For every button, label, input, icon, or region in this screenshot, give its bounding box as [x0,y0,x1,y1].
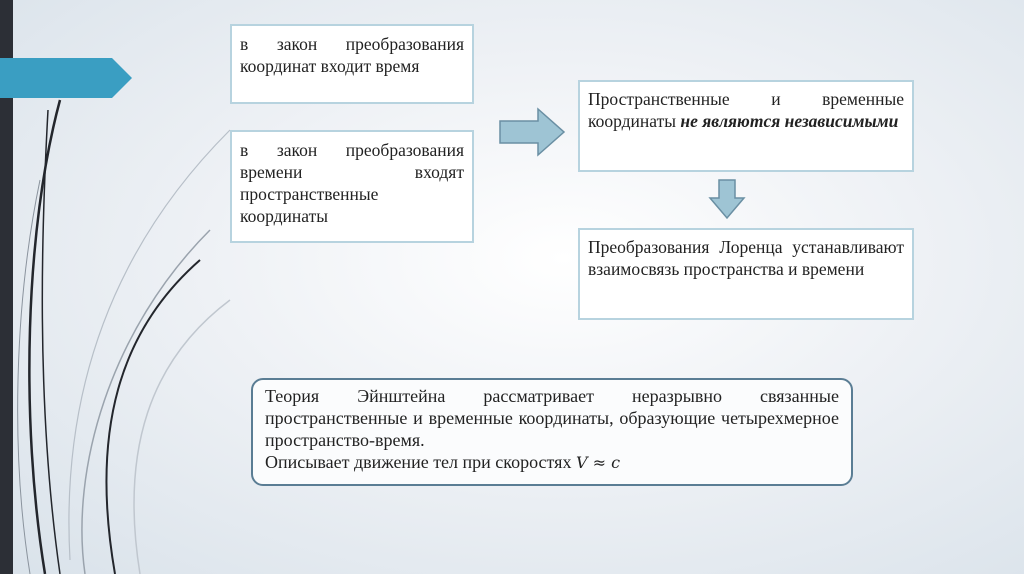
arrow-down-icon [708,179,746,220]
einstein-text-line1: Теория Эйнштейна рассматривает неразрывн… [265,386,839,450]
box-not-independent: Пространственные и временные координаты … [578,80,914,172]
box-space-in-time-text: в закон преобразования времени входят пр… [240,140,464,226]
box-time-in-coordinates: в закон преобразования координат входит … [230,24,474,104]
einstein-text-line2-prefix: Описывает движение тел при скоростях [265,452,576,472]
arrow-right-icon [499,107,566,157]
speed-formula: V ≈ c [575,453,621,472]
box-lorentz-text: Преобразования Лоренца устанавливают вза… [588,237,904,279]
box-einstein-theory: Теория Эйнштейна рассматривает неразрывн… [251,378,853,486]
box-space-in-time: в закон преобразования времени входят пр… [230,130,474,243]
box-not-independent-text: Пространственные и временные координаты [588,89,904,131]
box-not-independent-emphasis: не являются независимыми [680,111,899,131]
box-lorentz: Преобразования Лоренца устанавливают вза… [578,228,914,320]
pointer-tab-icon [0,58,132,98]
box-time-in-coordinates-text: в закон преобразования координат входит … [240,34,464,76]
einstein-text-line2: Описывает движение тел при скоростях V ≈… [265,451,839,474]
sidebar-strip [0,0,13,574]
